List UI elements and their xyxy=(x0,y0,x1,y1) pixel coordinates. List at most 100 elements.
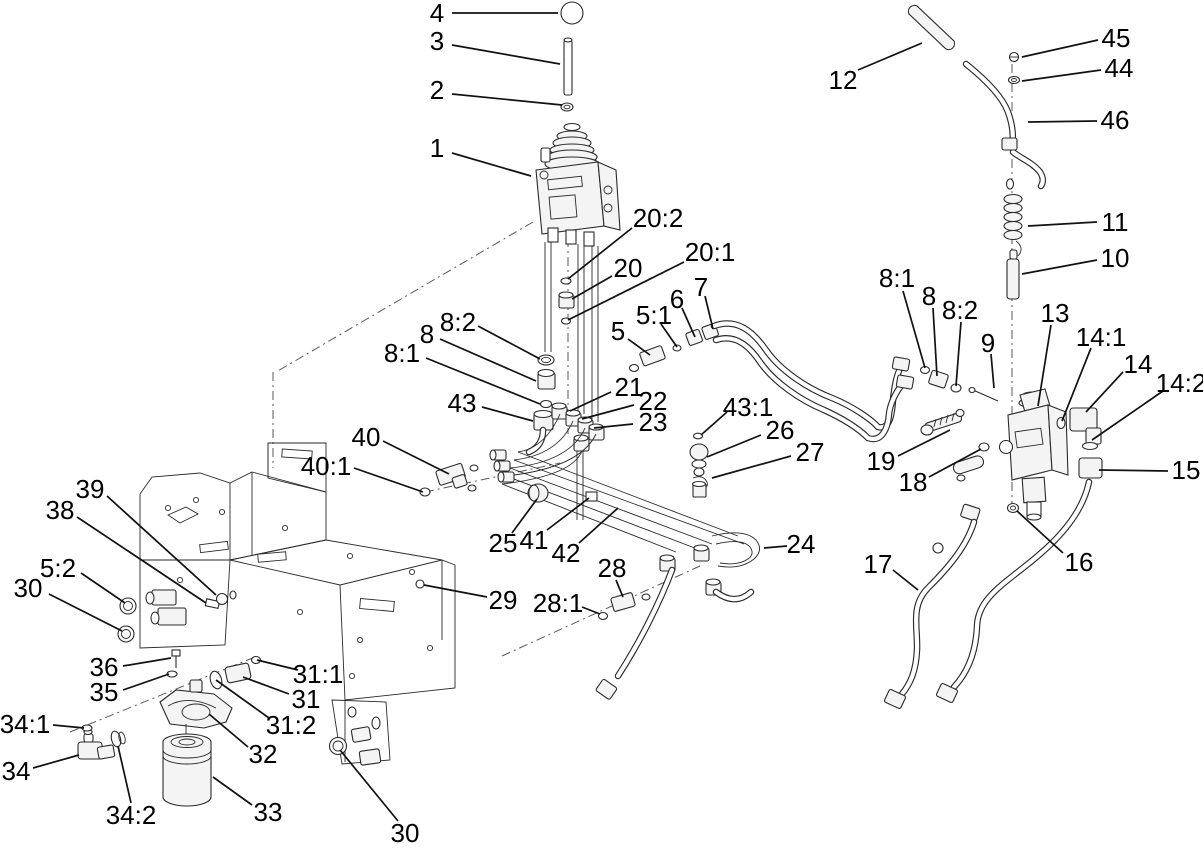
callout-label-50: 38 xyxy=(46,495,75,525)
callout-label-17: 5 xyxy=(611,316,625,346)
callout-leader-48 xyxy=(423,584,488,598)
callout-label-22: 22 xyxy=(639,386,668,416)
callout-leader-10 xyxy=(567,227,633,280)
callout-label-10: 20:2 xyxy=(633,203,684,233)
callout-label-40: 16 xyxy=(1065,547,1094,577)
callout-leader-6 xyxy=(1021,69,1102,82)
callout-label-61: 31 xyxy=(292,684,321,714)
callout-leader-55 xyxy=(52,724,85,729)
callout-leader-25 xyxy=(353,467,424,493)
callout-leader-29 xyxy=(902,290,926,369)
elbow-group-14 xyxy=(1056,407,1103,479)
callout-label-55: 34:1 xyxy=(0,709,50,739)
callout-leader-47 xyxy=(581,606,601,615)
callout-label-29: 8:1 xyxy=(879,263,915,293)
filter-head-part-32 xyxy=(159,679,233,738)
callout-label-27: 26 xyxy=(766,415,795,445)
control-valve-assembly xyxy=(535,1,621,422)
callout-leader-42 xyxy=(763,545,788,549)
callout-label-6: 44 xyxy=(1105,53,1134,83)
callout-label-33: 13 xyxy=(1041,298,1070,328)
washer-part-14-2 xyxy=(1081,441,1099,451)
callout-label-62: 31:1 xyxy=(293,659,344,689)
callout-label-14: 8 xyxy=(420,319,434,349)
callout-label-38: 19 xyxy=(867,446,896,476)
valve-part-13 xyxy=(998,388,1069,521)
callout-leader-54 xyxy=(122,673,170,691)
callout-label-47: 28:1 xyxy=(533,588,584,618)
callout-leader-26 xyxy=(700,411,728,436)
callout-leader-23 xyxy=(593,423,634,429)
bolt-part-38-39 xyxy=(204,590,237,610)
callout-label-45: 42 xyxy=(552,538,581,568)
callout-leader-20 xyxy=(704,295,714,330)
manifold-tube-bundle xyxy=(415,413,760,700)
nut-part-6 xyxy=(685,328,703,346)
callout-leader-9 xyxy=(1021,259,1098,275)
callout-leader-46 xyxy=(615,579,624,598)
callout-leader-58 xyxy=(212,776,253,806)
callout-leader-27 xyxy=(706,434,762,458)
callout-label-18: 5:1 xyxy=(636,300,672,330)
callout-label-5: 45 xyxy=(1102,23,1131,53)
callout-leader-34 xyxy=(1061,347,1092,422)
nut-part-30-left xyxy=(117,625,135,643)
fitting-part-31 xyxy=(209,655,262,690)
callout-leader-60 xyxy=(215,679,270,719)
callout-label-4: 12 xyxy=(829,65,858,95)
bolt-part-45 xyxy=(1008,51,1020,63)
callout-leader-35 xyxy=(1085,371,1124,413)
knob-part-4 xyxy=(560,1,584,25)
callout-leader-43 xyxy=(511,498,538,534)
hose-pair xyxy=(710,320,915,443)
callout-leader-4 xyxy=(857,42,923,71)
washer-part-8-1-left xyxy=(539,399,553,409)
callout-label-54: 35 xyxy=(90,677,119,707)
nut-part-16 xyxy=(1006,502,1020,514)
callout-label-20: 7 xyxy=(694,272,708,302)
callout-leader-57 xyxy=(117,745,132,804)
callout-label-30: 8 xyxy=(922,281,936,311)
fitting-part-8-left xyxy=(537,368,556,390)
washer-part-20-2 xyxy=(560,277,572,285)
callout-leader-37 xyxy=(1098,469,1169,472)
centerlines xyxy=(69,64,1013,733)
callout-label-51: 5:2 xyxy=(40,553,76,583)
callout-leader-18 xyxy=(660,323,678,348)
callout-leader-1 xyxy=(451,44,561,65)
callout-label-24: 40 xyxy=(352,422,381,452)
callout-label-34: 14:1 xyxy=(1076,322,1127,352)
callout-leader-16 xyxy=(481,406,534,422)
clamp-part-41 xyxy=(585,491,598,502)
callout-label-53: 36 xyxy=(90,652,119,682)
callout-label-19: 6 xyxy=(670,284,684,314)
elbow-part-34 xyxy=(77,728,116,760)
callout-label-2: 2 xyxy=(430,75,444,105)
callout-leader-31 xyxy=(955,321,962,387)
rod-part-3 xyxy=(563,37,573,96)
pin-part-9 xyxy=(968,386,976,394)
callout-label-56: 34 xyxy=(2,756,31,786)
callout-leader-56 xyxy=(32,754,80,769)
callout-leader-2 xyxy=(451,93,563,106)
bolt-part-36 xyxy=(171,649,181,668)
tube-loop-part-24 xyxy=(595,532,760,700)
callout-label-41: 17 xyxy=(864,549,893,579)
manifold-left-ports xyxy=(489,449,515,483)
tube-part-12 xyxy=(907,4,956,51)
lever-part-46 xyxy=(962,60,1046,190)
callout-label-31: 8:2 xyxy=(942,295,978,325)
callout-leader-8 xyxy=(1027,221,1098,227)
callout-label-12: 20:1 xyxy=(685,237,736,267)
callout-label-46: 28 xyxy=(598,553,627,583)
fitting-part-28 xyxy=(597,592,651,621)
callout-leader-36 xyxy=(1091,390,1164,441)
callout-leader-51 xyxy=(80,572,126,604)
callout-leader-15 xyxy=(425,357,541,405)
callout-label-63: 30 xyxy=(391,818,420,848)
callout-label-49: 39 xyxy=(76,474,105,504)
callout-label-59: 32 xyxy=(249,739,278,769)
